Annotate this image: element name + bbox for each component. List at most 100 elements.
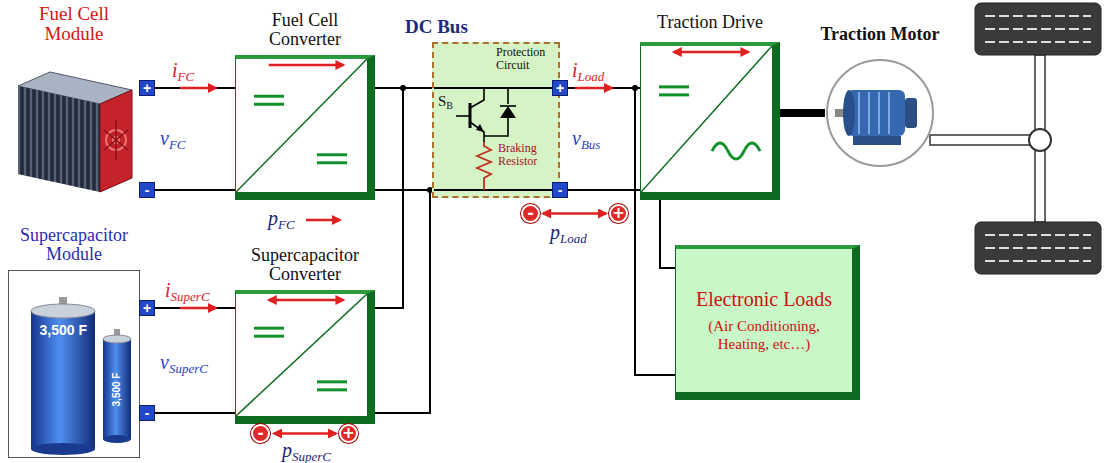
fuel-cell-module: Fuel Cell Module bbox=[8, 50, 140, 200]
circuit-label: Protection Circuit bbox=[496, 46, 558, 71]
fuel-cell-picture bbox=[8, 50, 140, 200]
drawing-circle bbox=[1029, 129, 1051, 151]
load-title: Electronic Loads bbox=[696, 288, 832, 311]
drawing-line bbox=[72, 98, 73, 186]
drawing-line bbox=[39, 91, 40, 179]
drawing-line bbox=[659, 85, 689, 88]
block-heading: Fuel Cell Converter bbox=[250, 11, 360, 49]
block-heading: Traction Motor bbox=[795, 25, 965, 44]
drawing-line bbox=[54, 94, 55, 182]
drawing-line bbox=[254, 95, 284, 98]
supercapacitor-module: Supercapacitor Module bbox=[8, 270, 140, 458]
terminal-sign: - bbox=[139, 405, 155, 421]
drawing-line bbox=[236, 294, 367, 416]
drawing-line bbox=[274, 432, 336, 435]
drawing-line bbox=[456, 115, 470, 117]
drawing-line bbox=[434, 189, 558, 191]
current-label: iSuperC bbox=[165, 280, 210, 303]
drawing-line bbox=[27, 88, 28, 176]
drawing-line bbox=[985, 28, 1091, 30]
direction-sign: + bbox=[609, 204, 628, 223]
drawing-line bbox=[104, 130, 128, 150]
drawing-line bbox=[51, 93, 52, 181]
protection-circuit: SBProtection CircuitBraking Resistor bbox=[432, 42, 560, 198]
drawing-rect bbox=[930, 135, 1035, 145]
drawing-rect bbox=[103, 339, 131, 439]
drawing-line bbox=[868, 92, 870, 134]
converter-symbol bbox=[236, 294, 367, 416]
drawing-line bbox=[84, 101, 85, 189]
terminal-sign: + bbox=[139, 80, 155, 96]
drawing-line bbox=[269, 299, 344, 302]
voltage-label: vFC bbox=[160, 128, 186, 151]
converter-symbol bbox=[641, 46, 772, 192]
converter-box: Fuel Cell Converter bbox=[235, 55, 375, 200]
drawing-line bbox=[317, 153, 347, 156]
drawing-line bbox=[317, 388, 347, 391]
direction-sign: - bbox=[521, 204, 540, 223]
drawing-line bbox=[93, 103, 94, 191]
drawing-line bbox=[180, 307, 216, 310]
drawing-polyline bbox=[470, 88, 484, 108]
drawing-line bbox=[60, 95, 61, 183]
drawing-line bbox=[69, 97, 70, 185]
drawing-line bbox=[36, 90, 37, 178]
drawing-line bbox=[90, 102, 91, 190]
drawing-line bbox=[30, 89, 31, 177]
drawing-g bbox=[456, 88, 516, 142]
terminal-sign: - bbox=[139, 182, 155, 198]
drawing-ellipse bbox=[103, 435, 131, 443]
bus-wire bbox=[140, 190, 675, 413]
bus-wire bbox=[375, 88, 432, 308]
drawing-line bbox=[317, 161, 347, 164]
current-label: iFC bbox=[172, 60, 194, 83]
drawing-line bbox=[317, 380, 347, 383]
terminal-sign: - bbox=[552, 182, 568, 198]
drawing-line bbox=[63, 96, 64, 184]
drawing-polyline bbox=[477, 142, 491, 190]
drawing-line bbox=[858, 92, 860, 134]
drawing-rect bbox=[31, 311, 95, 449]
drawing-line bbox=[674, 51, 749, 54]
switch-label: SB bbox=[438, 94, 453, 111]
drawing-ellipse bbox=[103, 335, 131, 343]
drawing-ellipse bbox=[31, 443, 95, 455]
drawing-line bbox=[269, 64, 344, 67]
drawing-polygon bbox=[500, 106, 516, 118]
drawing-line bbox=[543, 212, 606, 215]
drawing-line bbox=[104, 130, 128, 150]
load-box: Electronic Loads(Air Conditioning, Heati… bbox=[675, 245, 860, 400]
drawing-line bbox=[306, 219, 340, 222]
drawing-line bbox=[985, 234, 1091, 236]
voltage-label: vSuperC bbox=[160, 352, 208, 375]
drawing-polyline bbox=[484, 118, 508, 136]
drawing-line bbox=[659, 93, 689, 96]
drawing-line bbox=[888, 92, 890, 134]
capacitor-marking: 3,500 F bbox=[40, 322, 87, 338]
drawing-line bbox=[641, 46, 772, 192]
drawing-line bbox=[81, 100, 82, 188]
drawing-line bbox=[57, 95, 58, 183]
drawing-circle bbox=[400, 85, 406, 91]
power-label: pSuperC bbox=[282, 440, 331, 463]
drawing-line bbox=[254, 327, 284, 330]
drawing-rect bbox=[975, 222, 1101, 274]
drawing-line bbox=[180, 87, 216, 90]
drawing-line bbox=[18, 86, 19, 174]
supercapacitor-picture bbox=[9, 271, 139, 457]
drawing-polygon bbox=[100, 90, 132, 192]
capacitor-marking: 3,500 F bbox=[111, 372, 122, 406]
block-heading: Supercapacitor Module bbox=[12, 226, 136, 264]
drawing-circle bbox=[632, 85, 638, 91]
motor-shaft bbox=[780, 109, 825, 117]
block-heading: Traction Drive bbox=[625, 13, 795, 32]
drawing-line bbox=[45, 92, 46, 180]
drawing-rect bbox=[975, 3, 1101, 55]
drawing-path bbox=[712, 143, 760, 159]
converter-box: Supercapacitor Converter bbox=[235, 290, 375, 424]
drawing-polyline bbox=[470, 122, 484, 142]
drawing-line bbox=[33, 90, 34, 178]
terminal-sign: + bbox=[139, 300, 155, 316]
drawing-rect bbox=[853, 136, 901, 145]
traction-motor: Traction Motor bbox=[825, 58, 935, 168]
